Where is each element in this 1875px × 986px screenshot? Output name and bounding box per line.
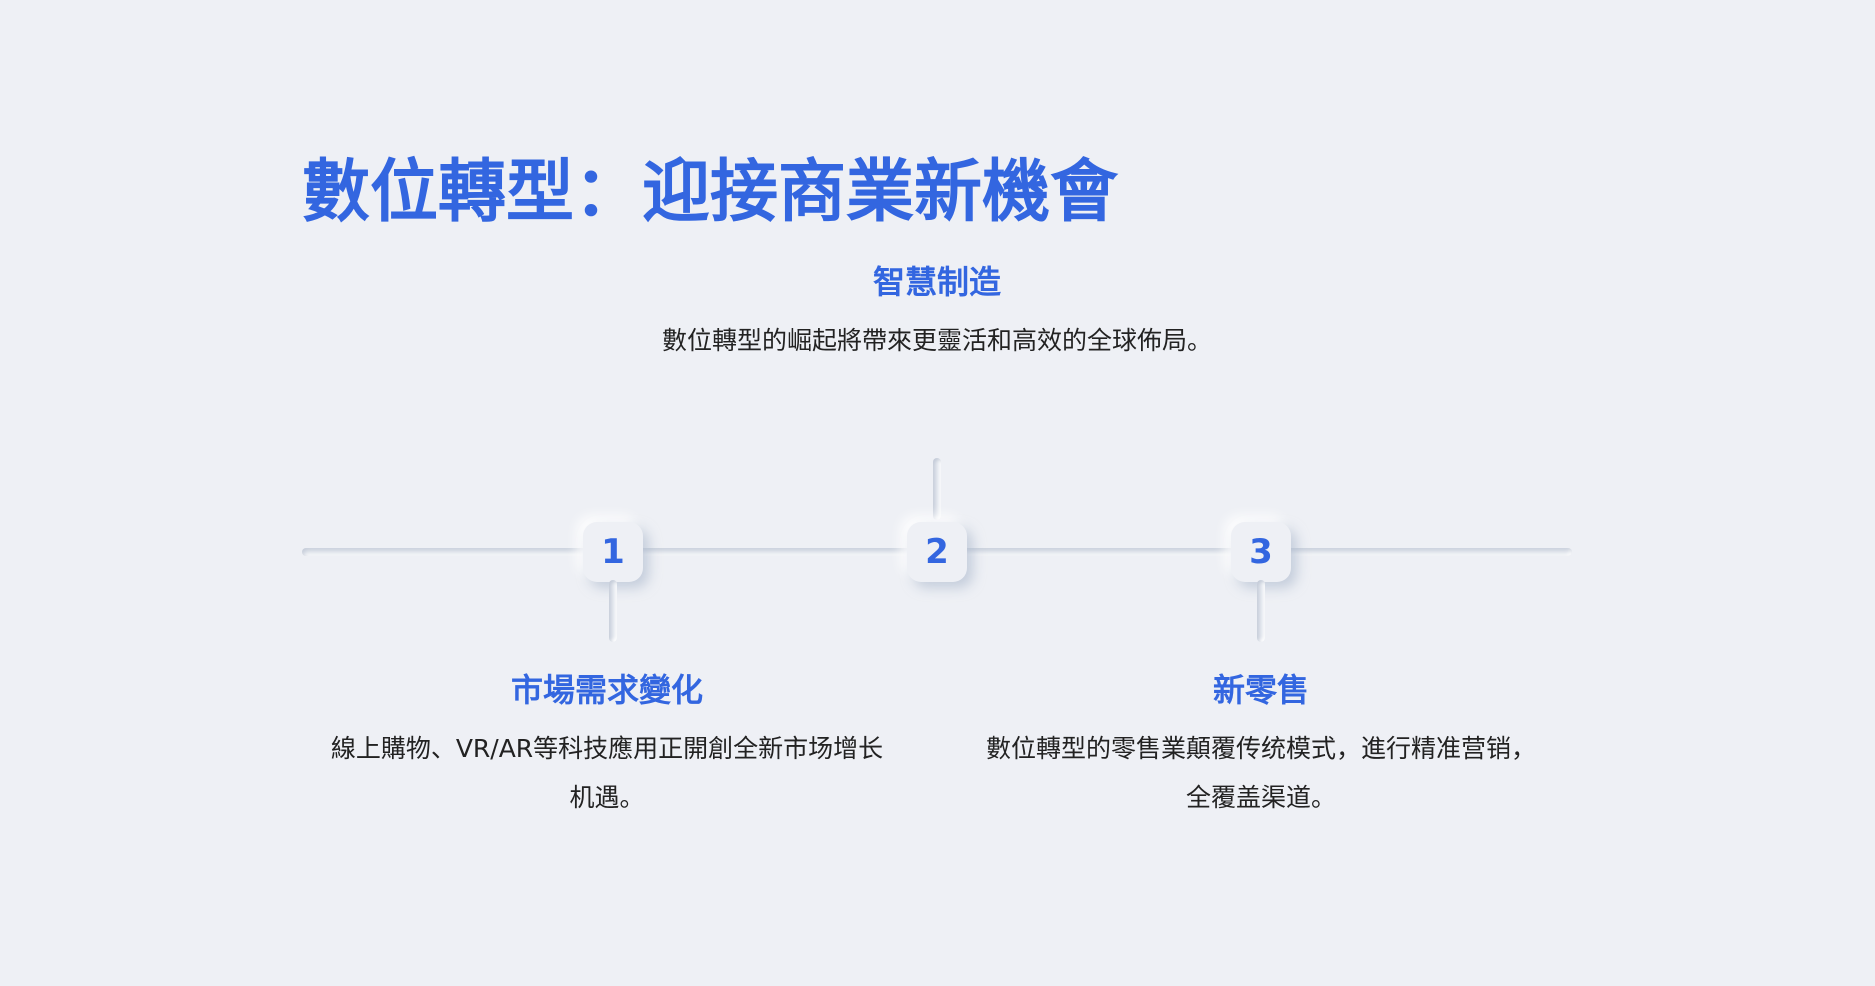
event-title: 市場需求變化 [510,671,703,709]
event-description: 線上購物、VR/AR等科技應用正開創全新市场增长机遇。 [330,734,884,812]
timeline-node-3: 3 [1231,522,1291,582]
event-description: 數位轉型的崛起將帶來更靈活和高效的全球佈局。 [662,326,1213,355]
page-title: 數位轉型：迎接商業新機會 [302,153,1119,232]
timeline-event-2: 智慧制造 數位轉型的崛起將帶來更靈活和高效的全球佈局。 [662,260,1212,365]
timeline-connector [609,580,617,642]
timeline-event-3: 新零售 數位轉型的零售業顛覆传统模式，進行精准营销，全覆盖渠道。 [986,668,1536,822]
event-title: 新零售 [1212,671,1309,709]
timeline-event-1: 市場需求變化 線上購物、VR/AR等科技應用正開創全新市场增长机遇。 [322,668,892,822]
timeline-connector [933,458,941,520]
event-description: 數位轉型的零售業顛覆传统模式，進行精准营销，全覆盖渠道。 [986,734,1537,812]
timeline-node-1: 1 [583,522,643,582]
timeline-connector [1257,580,1265,642]
event-title: 智慧制造 [872,263,1001,301]
timeline-node-2: 2 [907,522,967,582]
